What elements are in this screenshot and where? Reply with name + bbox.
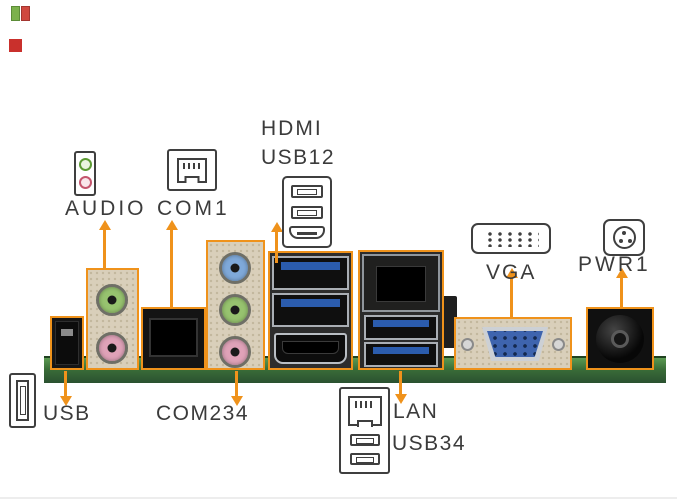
usb3-port (364, 342, 438, 367)
arrow-com1 (165, 220, 178, 307)
audio-jacks-icon (74, 151, 96, 196)
line-out-jack (96, 284, 128, 316)
pwr1-port-photo (586, 307, 654, 370)
usb-symbol (291, 185, 323, 199)
usb-port-icon (9, 373, 36, 428)
label-pwr1: PWR1 (578, 253, 651, 276)
com1-socket (149, 318, 198, 357)
arrow-pwr1 (615, 268, 628, 308)
hdmi-symbol (289, 225, 325, 239)
vga-screw (552, 338, 565, 351)
vga-port-photo (454, 317, 572, 370)
vga-connector-icon (471, 223, 551, 254)
rj45-port (362, 254, 440, 312)
usb12-hdmi-icon (282, 176, 332, 248)
arrow-hdmi-usb12 (270, 222, 283, 263)
mic-in-jack (96, 332, 128, 364)
color-swatch-icon (11, 6, 31, 21)
arrow-audio (98, 220, 111, 268)
pwr1-din-icon (603, 219, 645, 256)
label-vga: VGA (486, 261, 537, 284)
arrow-usb (59, 371, 72, 406)
red-square-icon (9, 39, 22, 52)
mic-in-jack (219, 336, 251, 368)
arrow-com234 (230, 371, 243, 406)
com1-socket-glyph (177, 157, 207, 183)
lan-usb34-photo (358, 250, 444, 370)
label-com1: COM1 (157, 197, 230, 220)
vga-pin-grid (483, 230, 539, 247)
label-com234: COM234 (156, 402, 250, 425)
label-usb34: USB34 (392, 432, 467, 455)
lan-port-symbol (347, 396, 382, 427)
din-plug-glyph (612, 226, 636, 249)
usb-symbol (349, 433, 380, 446)
label-audio: AUDIO (65, 197, 147, 220)
mic-in-dot (78, 176, 92, 189)
usb-port-photo (50, 316, 84, 370)
label-usb12: USB12 (261, 146, 336, 169)
label-hdmi: HDMI (261, 117, 323, 140)
hdmi-port (274, 333, 347, 364)
usb-symbol (349, 452, 380, 465)
line-out-dot (78, 158, 92, 171)
label-usb: USB (43, 402, 91, 425)
label-lan: LAN (393, 400, 439, 423)
line-in-jack (219, 252, 251, 284)
vga-dsub-face (487, 331, 543, 357)
com1-port-icon (167, 149, 217, 191)
vga-screw (461, 338, 474, 351)
lan-usb34-icon (339, 387, 390, 474)
usb-symbol (291, 205, 323, 219)
bracket-tab (441, 296, 457, 348)
usb-socket (55, 321, 79, 365)
com1-port-photo (141, 307, 206, 370)
usb3-port (272, 293, 349, 327)
usb12-hdmi-photo (268, 251, 353, 370)
usb3-port (272, 256, 349, 290)
usb3-port (364, 315, 438, 340)
com234-audio-ports-photo (206, 240, 265, 370)
power-barrel-socket (596, 314, 644, 363)
line-out-jack (219, 294, 251, 326)
arrow-lan-usb34 (394, 371, 407, 404)
audio-ports-photo (86, 268, 139, 370)
red-swatch (21, 6, 30, 21)
usb-socket-glyph (16, 380, 29, 421)
green-swatch (11, 6, 20, 21)
arrow-vga (505, 268, 518, 318)
